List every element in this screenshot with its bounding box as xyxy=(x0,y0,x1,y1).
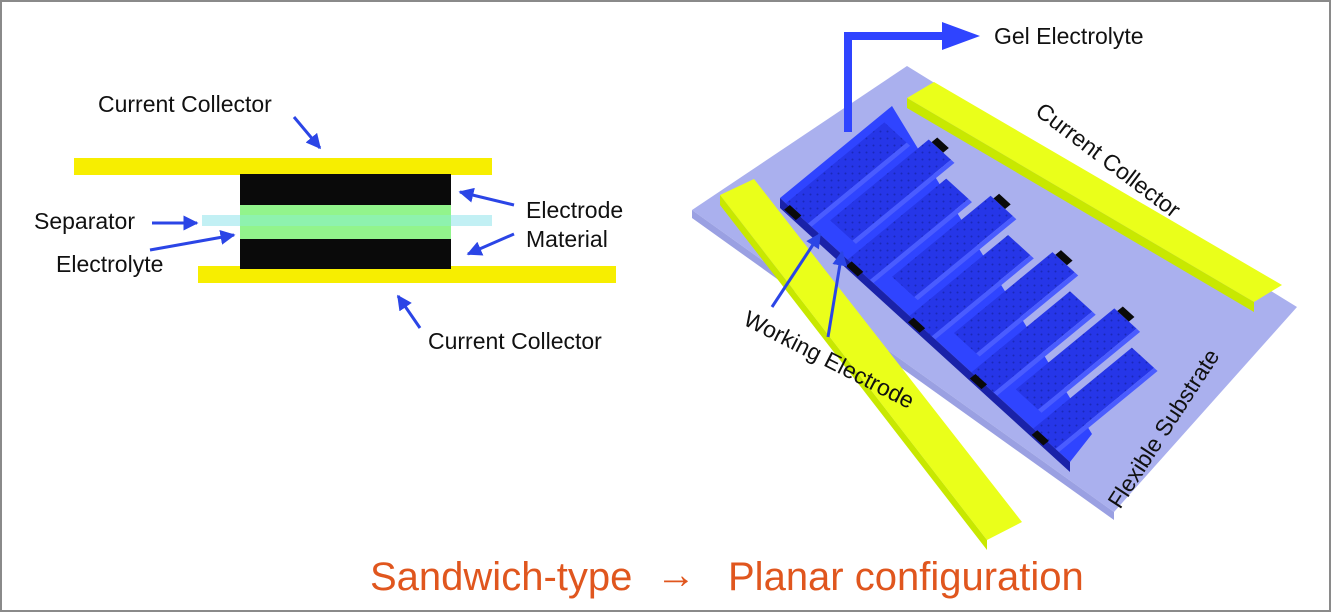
contact-tab xyxy=(993,193,1011,209)
electrode-finger xyxy=(892,195,1013,297)
contact-tab xyxy=(1055,250,1073,266)
finger-gap xyxy=(1055,367,1158,453)
finger-gap xyxy=(914,216,1017,301)
finger-gap xyxy=(993,311,1096,396)
arrow-bottom-collector xyxy=(396,294,422,329)
contact-tab xyxy=(784,205,802,221)
label-current-collector-bottom: Current Collector xyxy=(428,328,602,354)
arrow-electrode-bottom xyxy=(466,232,515,256)
finger-gap xyxy=(1038,328,1141,413)
electrode-finger xyxy=(971,291,1093,393)
finger-gap xyxy=(931,255,1034,340)
label-electrode-material-line2: Material xyxy=(526,226,608,252)
back-current-collector-side xyxy=(907,98,1254,312)
finger-gap xyxy=(869,198,972,284)
label-electrolyte: Electrolyte xyxy=(56,251,163,277)
caption-right: Planar configuration xyxy=(728,555,1084,599)
gel-electrolyte-arrowhead xyxy=(942,22,980,50)
caption-left: Sandwich-type xyxy=(370,555,632,599)
label-electrode-material-line1: Electrode xyxy=(526,197,623,223)
label-current-collector-top: Current Collector xyxy=(98,91,272,117)
contact-tab xyxy=(1117,306,1135,322)
contact-tab xyxy=(931,137,949,153)
electrode-finger xyxy=(909,234,1031,337)
electrode-finger xyxy=(785,122,907,224)
electrode-finger xyxy=(830,139,952,241)
interdigitated-fingers xyxy=(785,122,1158,453)
top-current-collector xyxy=(74,158,492,175)
gel-electrolyte-arrow xyxy=(844,32,948,132)
finger-gap xyxy=(808,142,911,227)
bottom-current-collector xyxy=(198,266,616,283)
label-gel-electrolyte: Gel Electrolyte xyxy=(994,23,1144,49)
finger-gap xyxy=(976,272,1079,357)
arrow-electrode-top xyxy=(458,187,515,207)
label-separator: Separator xyxy=(34,208,135,234)
contact-tab xyxy=(846,261,864,277)
electrode-contact-tabs xyxy=(784,137,1135,446)
planar-diagram: Gel Electrolyte Current Collector Workin… xyxy=(692,22,1297,550)
contact-tab xyxy=(969,373,988,390)
separator-core xyxy=(240,215,451,226)
arrow-electrolyte xyxy=(149,229,236,252)
electrode-finger xyxy=(847,178,969,280)
electrode-finger xyxy=(1015,308,1137,410)
contact-tab xyxy=(1031,430,1049,446)
bottom-electrode-material xyxy=(240,239,451,269)
caption-arrow: → xyxy=(656,553,696,597)
electrode-finger xyxy=(1033,347,1155,449)
arrow-working-electrode-2 xyxy=(826,250,848,338)
arrow-working-electrode-1 xyxy=(770,232,822,308)
sandwich-diagram: Current Collector Separator Electrolyte … xyxy=(34,91,623,354)
contact-tab xyxy=(907,317,926,333)
finger-gap xyxy=(852,159,955,244)
caption: Sandwich-type → Planar configuration xyxy=(370,553,1084,599)
back-current-collector xyxy=(907,82,1282,302)
arrow-top-collector xyxy=(292,116,322,150)
electrode-finger xyxy=(953,252,1075,354)
top-electrode-material xyxy=(240,174,451,207)
